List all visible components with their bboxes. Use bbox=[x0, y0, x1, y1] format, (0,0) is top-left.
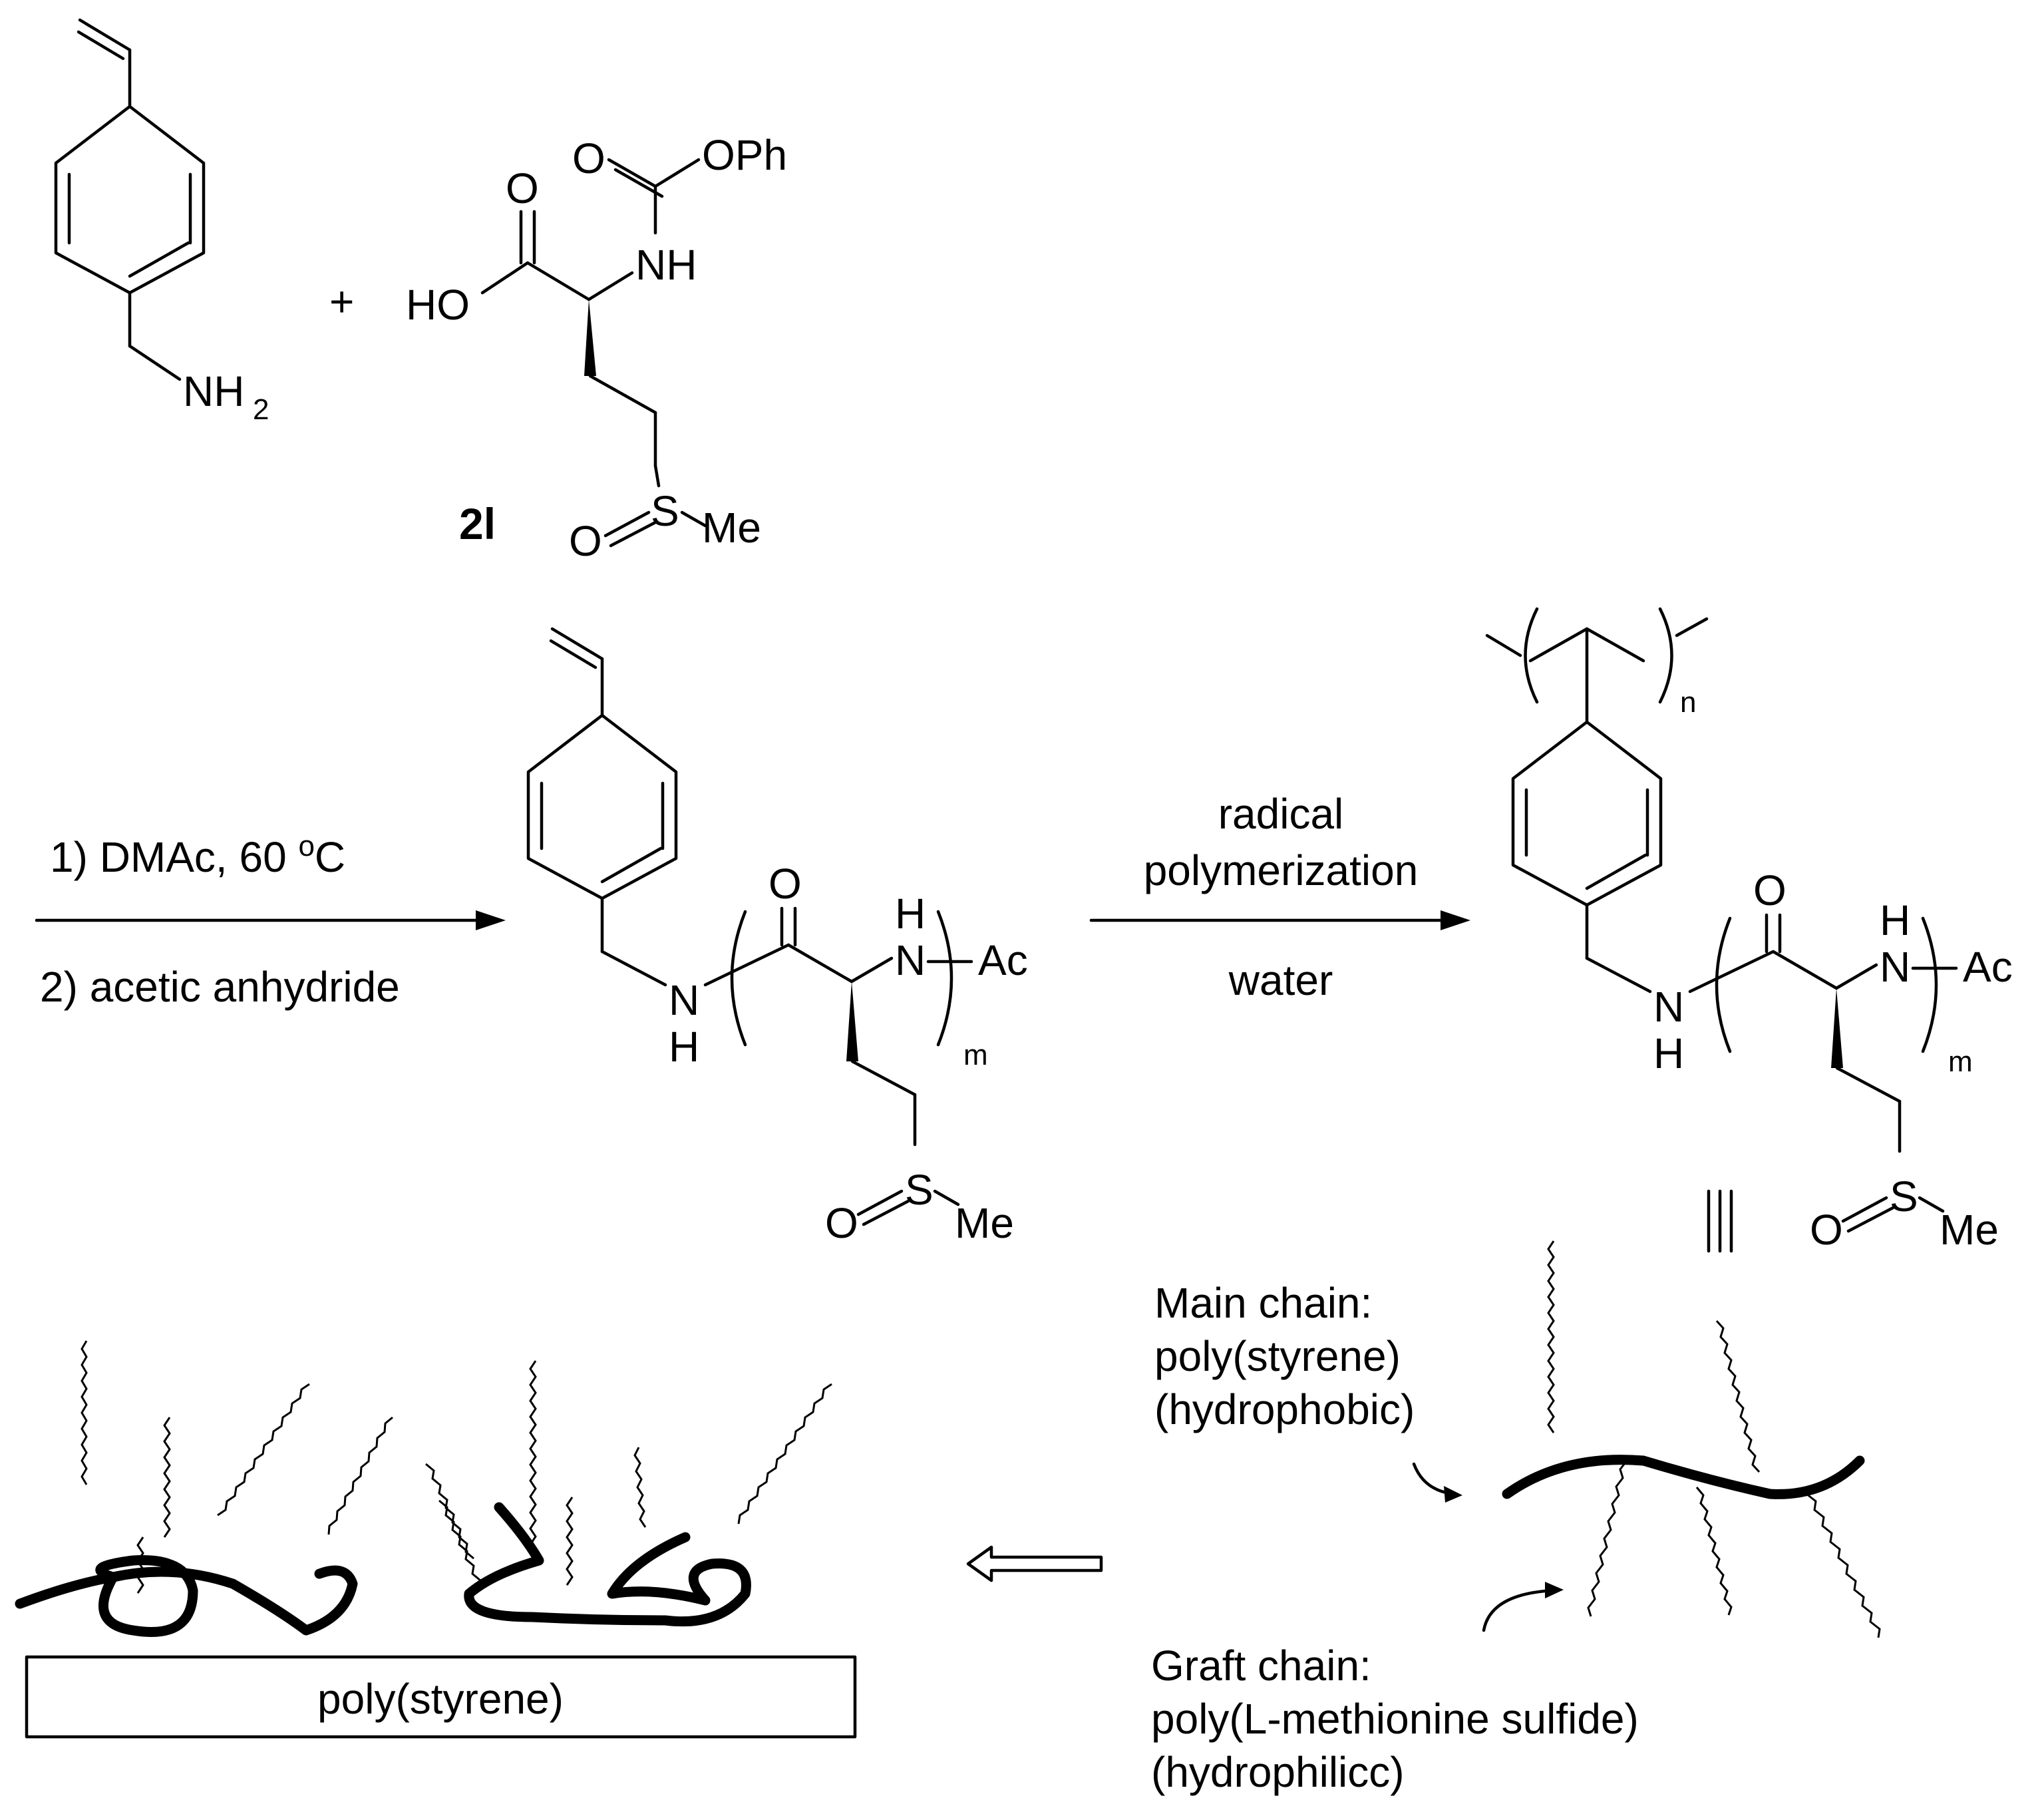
macro-n-right: N bbox=[895, 936, 926, 984]
graft-chain-2 bbox=[1715, 1320, 1761, 1473]
sulfoxide-me: Me bbox=[702, 504, 761, 552]
poly-carbonyl-o: O bbox=[1753, 866, 1787, 914]
graft-chain-d bbox=[327, 1416, 393, 1535]
poly-sulfoxide-s: S bbox=[1890, 1173, 1918, 1220]
surface-label: poly(styrene) bbox=[317, 1675, 564, 1723]
step2-condition-top2: polymerization bbox=[1144, 846, 1419, 894]
poly-ac: Ac bbox=[1963, 943, 2013, 991]
graft-chain-label: Graft chain: poly(L-methionine sulfide) … bbox=[1151, 1642, 1651, 1796]
macro-carbonyl-o: O bbox=[768, 860, 802, 908]
polymer-n: n bbox=[1680, 686, 1696, 719]
carbamate-o: O bbox=[572, 134, 605, 182]
macro-n-left: N bbox=[669, 976, 699, 1024]
amine-nh: NH bbox=[183, 367, 244, 415]
equivalence-sign bbox=[1707, 1189, 1733, 1253]
poly-h-bottom: H bbox=[1653, 1029, 1684, 1077]
adsorbed-graft-polymers bbox=[15, 1340, 832, 1637]
poly-m: m bbox=[1948, 1045, 1973, 1078]
step1-arrow bbox=[35, 910, 506, 930]
amine-subscript: 2 bbox=[253, 393, 269, 426]
adsorbed-chain-1 bbox=[15, 1555, 358, 1637]
compound-label: 2l bbox=[459, 499, 496, 548]
carbamate-oph: OPh bbox=[702, 131, 787, 179]
graft-chain-5 bbox=[1806, 1493, 1881, 1638]
macro-sulfoxide-o: O bbox=[825, 1199, 858, 1247]
graft-chain-c bbox=[217, 1383, 310, 1517]
polystyrene-surface bbox=[25, 1655, 857, 1739]
graft-chain-b bbox=[163, 1417, 171, 1538]
sulfoxide-o: O bbox=[569, 517, 602, 565]
graft-copolymer-schematic bbox=[1412, 1240, 1881, 1638]
carbamate-nh: NH bbox=[635, 241, 697, 289]
adsorbed-chain-2 bbox=[464, 1502, 751, 1627]
graft-chain-h bbox=[566, 1497, 574, 1586]
poly-sulfoxide-o: O bbox=[1810, 1206, 1843, 1254]
graft-chain-j bbox=[737, 1383, 832, 1525]
polymer-structure: n N H O S O Me N H Ac m bbox=[1485, 607, 2013, 1254]
main-chain-label: Main chain: poly(styrene) (hydrophobic) bbox=[1154, 1279, 1415, 1433]
graft-chain-pointer bbox=[1482, 1588, 1556, 1632]
poly-n-right: N bbox=[1880, 943, 1910, 991]
macromonomer-structure: N H O S O Me N H Ac m bbox=[526, 627, 1028, 1247]
step2-condition-top1: radical bbox=[1218, 790, 1344, 838]
poly-h-top: H bbox=[1880, 896, 1910, 944]
macro-sulfoxide-me: Me bbox=[955, 1199, 1014, 1247]
main-chain-backbone bbox=[1502, 1455, 1865, 1499]
macro-h-bottom: H bbox=[669, 1023, 699, 1071]
macro-h-top: H bbox=[895, 890, 926, 938]
vinylbenzylamine-structure: NH 2 bbox=[54, 18, 269, 426]
graft-chain-f bbox=[425, 1463, 474, 1560]
graft-chain-3 bbox=[1587, 1460, 1628, 1617]
graft-chain-i bbox=[633, 1447, 647, 1528]
graft-chain-a bbox=[81, 1340, 88, 1485]
compound-2l-structure: O HO S O Me NH O OPh bbox=[406, 131, 787, 565]
poly-n-left: N bbox=[1653, 983, 1684, 1031]
step2-arrow bbox=[1089, 910, 1470, 930]
macro-ac: Ac bbox=[978, 936, 1028, 984]
sulfoxide-s: S bbox=[651, 487, 679, 535]
acid-ho: HO bbox=[406, 281, 470, 329]
graft-chain-g bbox=[529, 1360, 537, 1545]
graft-chain-4 bbox=[1695, 1487, 1733, 1616]
step1-condition-bottom: 2) acetic anhydride bbox=[40, 963, 400, 1011]
plus-sign: + bbox=[329, 277, 354, 325]
step2-condition-bottom: water bbox=[1228, 956, 1333, 1004]
acid-carbonyl-o: O bbox=[506, 164, 539, 212]
graft-chain-1 bbox=[1547, 1240, 1555, 1433]
poly-sulfoxide-me: Me bbox=[1940, 1206, 1999, 1254]
graft-chain-k bbox=[438, 1499, 482, 1589]
macro-m: m bbox=[963, 1039, 988, 1071]
macro-sulfoxide-s: S bbox=[905, 1166, 934, 1214]
step1-condition-top: 1) DMAc, 60 oC bbox=[50, 830, 345, 881]
adsorption-arrow bbox=[966, 1545, 1103, 1582]
